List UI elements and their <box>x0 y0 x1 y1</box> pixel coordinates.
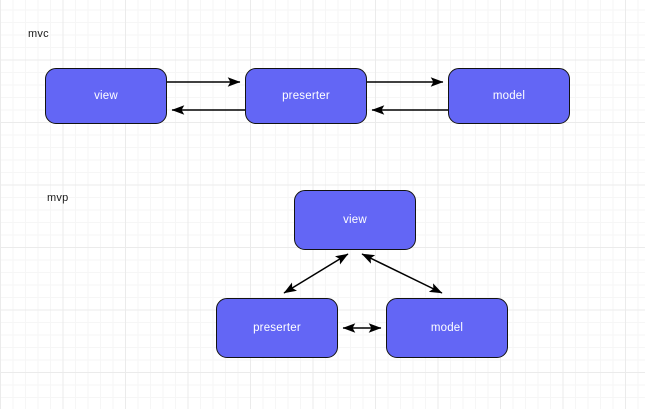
node-mvc-model[interactable]: model <box>448 68 570 124</box>
node-label: preserter <box>253 322 301 334</box>
node-label: model <box>492 90 526 102</box>
edge-mvp-view-model <box>361 253 443 294</box>
node-mvp-model[interactable]: model <box>386 298 508 358</box>
node-label: preserter <box>282 90 330 102</box>
node-label: view <box>343 214 367 226</box>
section-label-mvc: mvc <box>28 28 49 40</box>
node-mvc-preserter[interactable]: preserter <box>245 68 367 124</box>
node-mvp-view[interactable]: view <box>294 190 416 250</box>
node-mvc-view[interactable]: view <box>45 68 167 124</box>
node-label: model <box>430 322 464 334</box>
node-label: view <box>94 90 118 102</box>
section-label-mvp: mvp <box>47 192 69 204</box>
node-mvp-preserter[interactable]: preserter <box>216 298 338 358</box>
edge-mvp-view-preserter <box>283 253 349 294</box>
